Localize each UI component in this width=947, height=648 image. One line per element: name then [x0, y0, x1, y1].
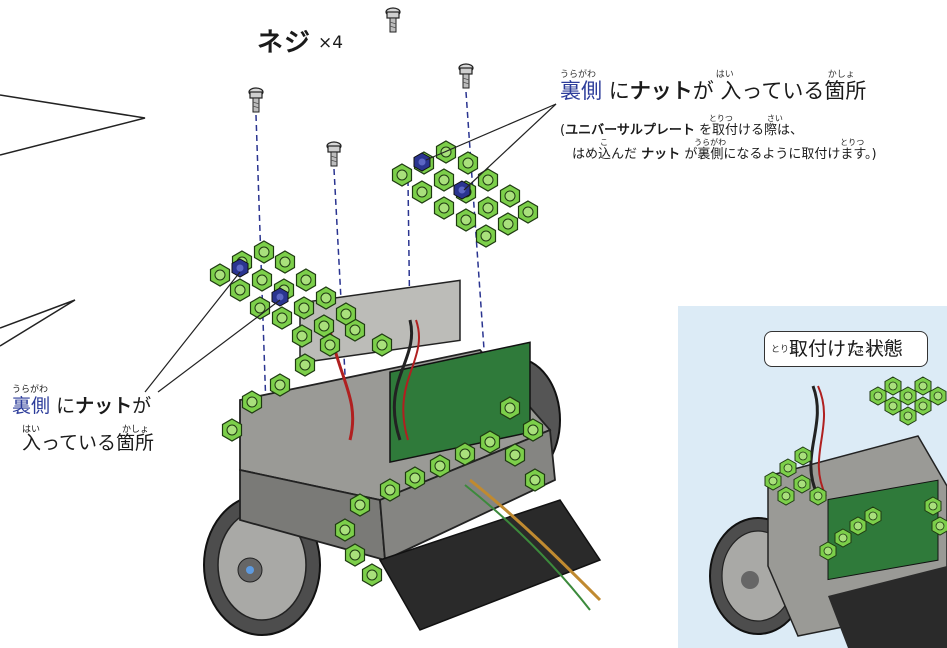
- ruby-toritsu-2: とりつ: [840, 138, 865, 147]
- ruby-ko: こ: [600, 138, 608, 147]
- note-open-paren: (: [560, 123, 566, 138]
- screw-icon-1: [248, 87, 264, 113]
- callout-right: うらがわ 裏側 にナットが はい かしょ 入っている箇所: [560, 70, 867, 103]
- ruby-sai: さい: [766, 114, 783, 123]
- text-rest: 入っている箇所: [720, 79, 867, 103]
- left-callout-shape-2: [0, 299, 76, 347]
- inset-label: とりつ じょうたい 取付けた状態: [764, 331, 928, 367]
- text-line2-left: 入っている箇所: [22, 432, 155, 454]
- inset-label-text: 取付けた状態: [788, 338, 903, 360]
- callout-left-line2: はい かしょ 入っている箇所: [22, 425, 155, 455]
- ruby-hai-left: はい: [22, 425, 41, 435]
- kanji-ura: 裏側: [560, 79, 602, 103]
- text-ni-left: に: [56, 395, 76, 417]
- screw-icon-top: [385, 7, 401, 33]
- note-pre-2: はめ込んだ: [572, 147, 638, 162]
- text-nut: ナット: [629, 79, 693, 103]
- note-rest-1: を取付ける際は、: [698, 123, 803, 138]
- note-bold-plate: ユニバーサルプレート: [565, 123, 695, 138]
- robot-chassis: [203, 279, 602, 636]
- screw-label: ネジ: [257, 28, 312, 58]
- screw-count: ×4: [318, 33, 344, 53]
- ruby-toritsu-inset: とりつ: [771, 345, 799, 355]
- kanji-ura-left: 裏側: [12, 395, 51, 417]
- screw-icon-2: [458, 63, 474, 89]
- note-line-2: こ はめ込んだ ナット うらがわ とりつ が裏側になるように取付けます。): [572, 138, 877, 164]
- ruby-uragawa: うらがわ: [560, 70, 597, 80]
- ruby-toritsu-1: とりつ: [708, 114, 733, 123]
- ruby-joutai: じょうたい: [847, 345, 893, 355]
- ruby-kasho-left: かしょ: [122, 425, 150, 435]
- text-ga-left: が: [132, 395, 152, 417]
- text-ga: が: [692, 79, 714, 103]
- assembled-robot-image: [709, 376, 947, 648]
- screw-icon-3: [326, 141, 342, 167]
- leader-lines: [144, 103, 557, 393]
- callout-left: うらがわ 裏側 にナットが: [12, 385, 152, 418]
- note-rest-2: が裏側になるように取付けます。): [684, 147, 877, 162]
- universal-plate-right: [391, 140, 539, 248]
- note-bold-nut: ナット: [641, 147, 681, 162]
- ruby-kasho: かしょ: [827, 70, 855, 80]
- text-ni: に: [608, 79, 630, 103]
- ruby-hai: はい: [715, 70, 734, 80]
- inset-panel: とりつ じょうたい 取付けた状態: [678, 306, 947, 648]
- note-line-1: (ユニバーサルプレート とりつ さい を取付ける際は、: [560, 114, 803, 140]
- left-callout-shape-1: [0, 94, 146, 156]
- universal-plate-left: [209, 240, 357, 348]
- ruby-uragawa-2: うらがわ: [694, 138, 727, 147]
- text-nut-left: ナット: [75, 395, 133, 417]
- ruby-uragawa-left: うらがわ: [12, 385, 49, 395]
